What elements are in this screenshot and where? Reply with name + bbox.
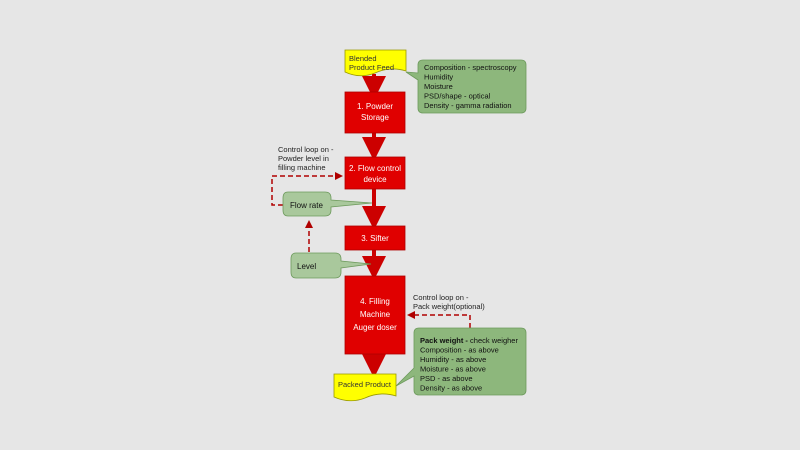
terminal-packed-product: Packed Product [333,373,397,402]
terminal-blended-feed: Blended Product Feed [344,49,407,77]
feed-label-line-2: Product Feed [349,63,394,72]
callout-flow-rate: Flow rate [282,191,373,217]
storage-label-line-1: 1. Powder [357,102,393,111]
powder-loop-line-2: Powder level in [278,154,329,163]
control-loop-powder-level-label: Control loop on - Powder level in fillin… [278,145,334,172]
pack-weight-title: Pack weight - check weigher [420,336,518,345]
callout-feed-measurements: Composition - spectroscopy Humidity Mois… [405,59,527,114]
callout-pack-measurements: Pack weight - check weigher Composition … [395,327,527,396]
flow-control-label-line-1: 2. Flow control [349,164,401,173]
pack-psd: PSD - as above [420,374,473,383]
powder-loop-line-1: Control loop on - [278,145,334,154]
control-loop-powder-level-line [271,172,343,206]
pack-weight-title-bold: Pack weight - [420,336,468,345]
measurement-density: Density - gamma radiation [424,101,512,110]
step-filling-machine: 4. Filling Machine Auger doser [344,275,406,355]
storage-label-line-2: Storage [361,113,390,122]
step-powder-storage: 1. Powder Storage [344,91,406,134]
pack-composition: Composition - as above [420,346,499,355]
pack-loop-line-1: Control loop on - [413,293,469,302]
flow-rate-label: Flow rate [290,201,323,210]
pack-humidity: Humidity - as above [420,355,486,364]
step-sifter: 3. Sifter [344,225,406,251]
powder-loop-line-3: filling machine [278,163,326,172]
flow-control-label-line-2: device [363,175,387,184]
pack-weight-title-rest: check weigher [468,336,519,345]
measurement-humidity: Humidity [424,73,453,82]
control-loop-pack-weight-label: Control loop on - Pack weight(optional) [413,293,485,311]
pack-density: Density - as above [420,384,482,393]
sifter-label: 3. Sifter [361,234,389,243]
packed-product-label: Packed Product [338,380,392,389]
level-label: Level [297,262,316,271]
measurement-psd: PSD/shape - optical [424,92,491,101]
pack-moisture: Moisture - as above [420,365,486,374]
measurement-moisture: Moisture [424,82,453,91]
control-loop-pack-weight-line [407,311,471,328]
filling-label-line-3: Auger doser [353,323,397,332]
filling-label-line-1: 4. Filling [360,297,390,306]
callout-level: Level [290,252,372,279]
measurement-composition: Composition - spectroscopy [424,63,517,72]
feed-label-line-1: Blended [349,54,377,63]
step-flow-control-device: 2. Flow control device [344,156,406,190]
filling-label-line-2: Machine [360,310,391,319]
pack-loop-line-2: Pack weight(optional) [413,302,485,311]
